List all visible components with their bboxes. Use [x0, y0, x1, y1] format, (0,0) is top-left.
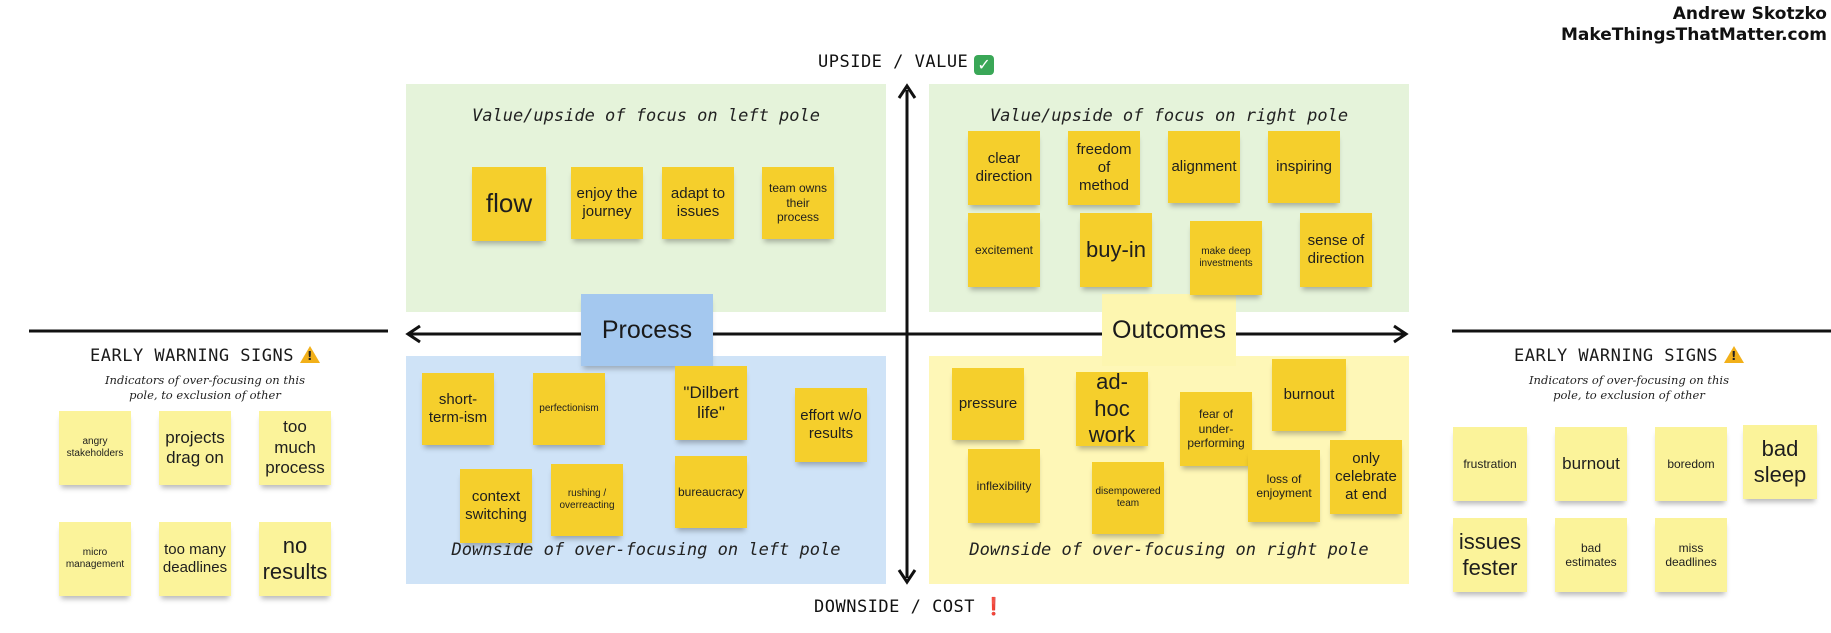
sticky-note: short-term-ism [422, 373, 494, 445]
arrow-right-icon [1393, 324, 1409, 344]
author-site: MakeThingsThatMatter.com [1560, 25, 1827, 45]
sticky-note: angry stakeholders [59, 411, 131, 485]
exclamation-icon: ❗ [983, 597, 1005, 617]
sticky-note: bureaucracy [675, 456, 747, 528]
early-warning-title: EARLY WARNING SIGNS [60, 346, 350, 366]
check-icon: ✓ [974, 55, 995, 75]
early-warning-title-text: EARLY WARNING SIGNS [1514, 346, 1718, 366]
author-name: Andrew Skotzko [1672, 4, 1827, 24]
quadrant-title: Value/upside of focus on right pole [989, 106, 1349, 126]
sticky-note: projects drag on [159, 411, 231, 485]
arrow-up-icon [897, 83, 917, 99]
sticky-note: issues fester [1453, 518, 1527, 592]
sticky-note: disempowered team [1092, 462, 1164, 534]
sticky-note: effort w/o results [795, 388, 867, 462]
early-warning-subtitle-line: pole, to exclusion of other [129, 388, 281, 402]
axis-label-bottom: DOWNSIDE / COST ❗ [814, 597, 1005, 617]
sticky-note: clear direction [968, 131, 1040, 205]
quadrant-title: Downside of over-focusing on left pole [451, 540, 841, 560]
arrow-down-icon [897, 569, 917, 585]
sticky-note: sense of direction [1300, 213, 1372, 287]
sticky-note: make deep investments [1190, 221, 1262, 295]
sticky-note: too much process [259, 411, 331, 485]
early-warning-subtitle-line: Indicators of over-focusing on this [105, 373, 305, 387]
sticky-note: frustration [1453, 427, 1527, 501]
sticky-note: pressure [952, 368, 1024, 440]
pole-outcomes: Outcomes [1102, 294, 1236, 366]
sticky-note: only celebrate at end [1330, 440, 1402, 514]
axis-label-top: UPSIDE / VALUE✓ [818, 52, 995, 75]
early-warning-subtitle-line: Indicators of over-focusing on this [1529, 373, 1729, 387]
sticky-note: fear of under-performing [1180, 392, 1252, 466]
arrow-left-icon [405, 324, 421, 344]
sticky-note: adapt to issues [662, 167, 734, 239]
warning-icon [1723, 346, 1744, 363]
early-warning-title: EARLY WARNING SIGNS [1484, 346, 1774, 366]
author-credit: Andrew Skotzko MakeThingsThatMatter.com [1561, 4, 1827, 46]
sticky-note: buy-in [1080, 213, 1152, 287]
pole-process: Process [581, 294, 713, 366]
early-warning-subtitle-line: pole, to exclusion of other [1553, 388, 1705, 402]
sticky-note: team owns their process [762, 167, 834, 239]
sticky-note: bad sleep [1743, 425, 1817, 499]
early-warning-subtitle: Indicators of over-focusing on this pole… [60, 373, 350, 403]
early-warning-title-text: EARLY WARNING SIGNS [90, 346, 294, 366]
quadrant-title: Downside of over-focusing on right pole [969, 540, 1369, 560]
sticky-note: alignment [1168, 131, 1240, 203]
sticky-note: miss deadlines [1655, 518, 1727, 592]
sticky-note: perfectionism [533, 373, 605, 445]
axis-label-bottom-text: DOWNSIDE / COST [814, 597, 976, 617]
sticky-note: micro management [59, 522, 131, 596]
sticky-note: boredom [1655, 427, 1727, 501]
sticky-note: no results [259, 522, 331, 596]
early-warning-right: EARLY WARNING SIGNS Indicators of over-f… [1484, 346, 1774, 403]
sticky-note: "Dilbert life" [675, 366, 747, 440]
quadrant-title: Value/upside of focus on left pole [472, 106, 820, 126]
axis-label-top-text: UPSIDE / VALUE [818, 52, 969, 72]
sticky-note: bad estimates [1555, 518, 1627, 592]
sticky-note: enjoy the journey [571, 167, 643, 239]
warning-icon [299, 346, 320, 363]
sticky-note: loss of enjoyment [1248, 450, 1320, 522]
sticky-note: burnout [1272, 359, 1346, 431]
sticky-note: too many deadlines [159, 522, 231, 596]
sticky-note: rushing / overreacting [551, 464, 623, 536]
sticky-note: context switching [460, 469, 532, 543]
sticky-note: inflexibility [968, 449, 1040, 523]
early-warning-left: EARLY WARNING SIGNS Indicators of over-f… [60, 346, 350, 403]
sticky-note: inspiring [1268, 131, 1340, 203]
sticky-note: freedom of method [1068, 131, 1140, 205]
sticky-note: ad-hoc work [1076, 369, 1148, 447]
sticky-note: flow [472, 167, 546, 241]
early-warning-subtitle: Indicators of over-focusing on this pole… [1484, 373, 1774, 403]
sticky-note: excitement [968, 213, 1040, 287]
sticky-note: burnout [1555, 427, 1627, 501]
